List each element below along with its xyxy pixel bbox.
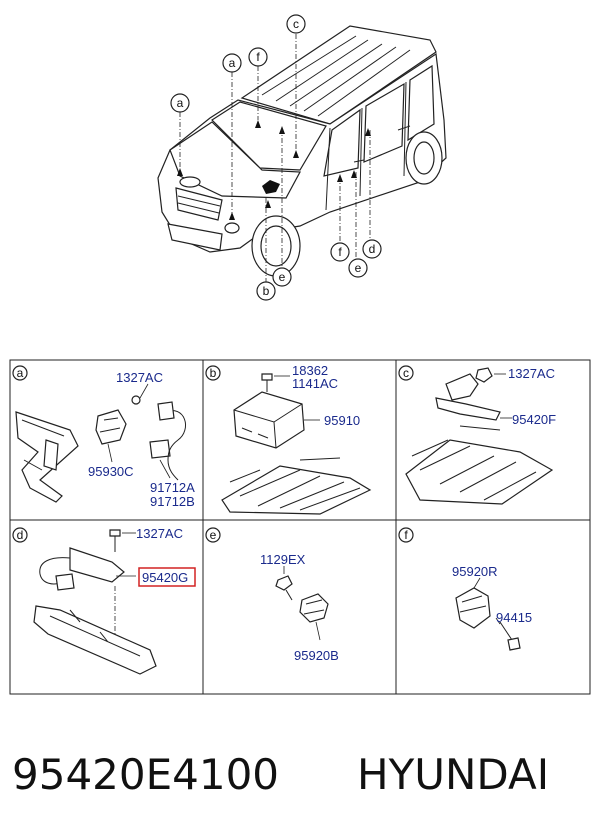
callout-a-top: a [229,56,236,70]
panel-d-label-1327ac: 1327AC [136,526,183,541]
panel-a-label-95930c: 95930C [88,464,134,479]
part-number: 95420E4100 [12,750,280,799]
panel-c-label-95420f: 95420F [512,412,556,427]
callout-a-left: a [177,96,184,110]
panel-c-letter: c [403,366,409,380]
panel-f-label-94415: 94415 [496,610,532,625]
panel-a-label-1327ac: 1327AC [116,370,163,385]
highlight-box-95420g [138,567,196,587]
callout-b: b [263,284,270,298]
brand-name: HYUNDAI [357,750,550,799]
vehicle-overview: a f c a f d e b e [157,14,447,301]
callout-f-side: f [338,245,342,259]
callout-e-side: e [355,261,362,275]
panel-e-label-95920b: 95920B [294,648,339,663]
panel-b-label-95910: 95910 [324,413,360,428]
panel-c-label-1327ac: 1327AC [508,366,555,381]
panel-f: f 95920R 94415 [398,527,532,651]
callout-c: c [293,17,299,31]
footer-row: 95420E4100 HYUNDAI [0,740,600,810]
panel-d: d 1327AC 95420G [12,526,196,675]
panel-e-letter: e [210,528,217,542]
panel-b-label-18362: 18362 [292,363,328,378]
panel-c: c 1327AC 95420F [398,365,556,505]
panel-b-letter: b [210,366,217,380]
panel-a-label-91712b: 91712B [150,494,195,509]
overview-callouts: a f c a f d e b e [170,14,382,301]
detail-grid [9,359,591,695]
callout-e-front: e [279,270,286,284]
panel-f-letter: f [404,528,408,542]
panel-b: b 18362 1141AC 95910 [205,363,372,515]
panel-e-label-1129ex: 1129EX [260,552,306,567]
panel-a: a 1327AC 95930C 91712A 91712B [12,365,195,509]
panel-b-label-1141ac: 1141AC [292,376,338,391]
panel-a-letter: a [17,366,24,380]
callout-d: d [369,242,376,256]
panel-d-label-95420g: 95420G [142,570,188,585]
callout-f-top: f [256,50,260,64]
panel-f-label-95920r: 95920R [452,564,498,579]
panel-a-label-91712a: 91712A [150,480,195,495]
panel-e: e 1129EX 95920B [205,527,339,663]
panel-d-letter: d [17,528,24,542]
